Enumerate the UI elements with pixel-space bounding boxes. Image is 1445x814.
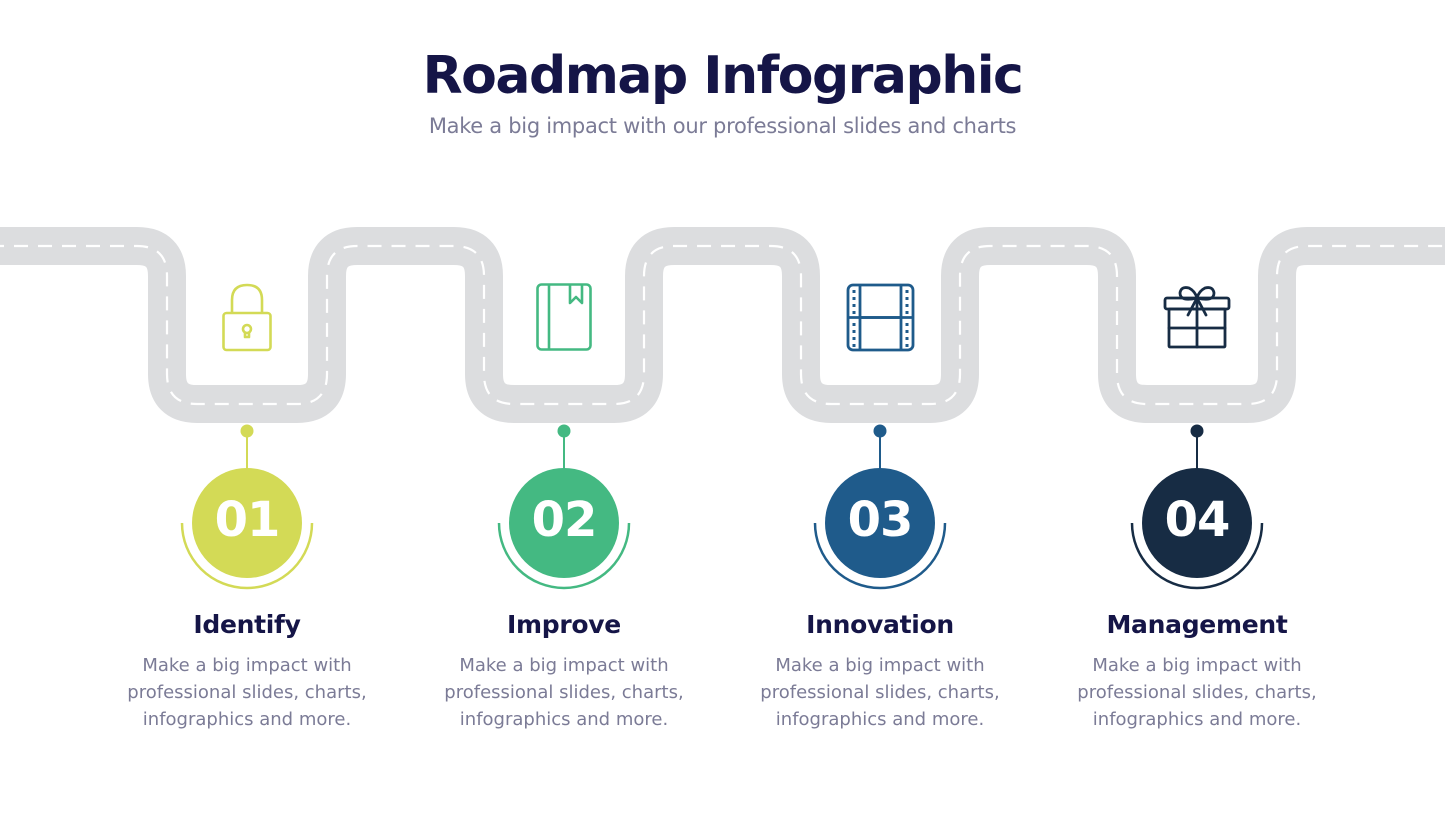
step-1-marker: [180, 424, 314, 590]
film-perforations: [852, 290, 909, 347]
description-line: professional slides, charts,: [760, 682, 1000, 703]
step-number: 03: [847, 492, 914, 548]
step-title: Improve: [507, 610, 621, 639]
page-title: Roadmap Infographic: [422, 46, 1024, 106]
description-line: infographics and more.: [1092, 709, 1302, 730]
book-icon: [536, 283, 592, 351]
gift-icon: [1163, 286, 1231, 349]
step-number: 04: [1164, 492, 1231, 548]
step-description: Make a big impact with professional slid…: [107, 652, 387, 733]
step-title: Identify: [193, 610, 301, 639]
description-line: professional slides, charts,: [1077, 682, 1317, 703]
description-line: Make a big impact with: [459, 655, 669, 676]
step-title: Innovation: [806, 610, 954, 639]
road-surface: [0, 227, 1445, 423]
description-line: Make a big impact with: [775, 655, 985, 676]
page-subtitle: Make a big impact with our professional …: [428, 114, 1017, 138]
description-line: Make a big impact with: [142, 655, 352, 676]
lock-icon: [222, 283, 272, 352]
step-description: Make a big impact with professional slid…: [1057, 652, 1337, 733]
description-line: infographics and more.: [142, 709, 352, 730]
description-line: Make a big impact with: [1092, 655, 1302, 676]
step-4-marker: [1130, 424, 1264, 590]
step-title: Management: [1106, 610, 1288, 639]
description-line: professional slides, charts,: [444, 682, 684, 703]
step-2-marker: [497, 424, 631, 590]
step-number: 02: [531, 492, 598, 548]
step-number: 01: [214, 492, 281, 548]
description-line: infographics and more.: [775, 709, 985, 730]
description-line: professional slides, charts,: [127, 682, 367, 703]
step-description: Make a big impact with professional slid…: [740, 652, 1020, 733]
step-description: Make a big impact with professional slid…: [424, 652, 704, 733]
road-center-dashes: [0, 244, 1445, 406]
film-icon: [846, 283, 915, 352]
step-3-marker: [813, 424, 947, 590]
description-line: infographics and more.: [459, 709, 669, 730]
